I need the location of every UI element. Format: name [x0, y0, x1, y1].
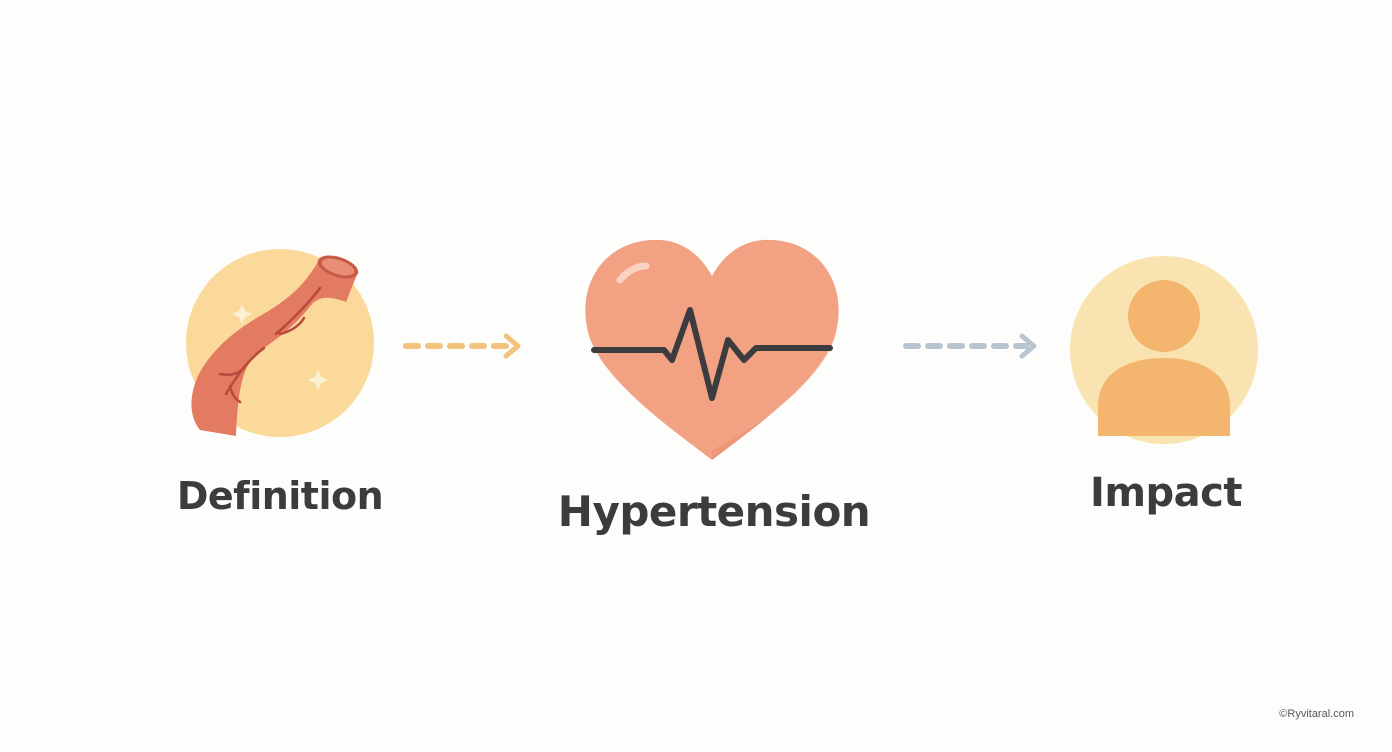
watermark: ©Ryvitaral.com: [1279, 708, 1354, 720]
arrow-definition-to-hypertension: [403, 333, 521, 359]
heart-pulse-icon: [585, 239, 839, 460]
node-label-impact: Impact: [1089, 470, 1243, 516]
node-label-definition: Definition: [176, 474, 384, 518]
arrow-hypertension-to-impact: [903, 333, 1037, 359]
node-label-hypertension: Hypertension: [557, 487, 871, 536]
artery-icon: [186, 249, 374, 437]
person-icon: [1070, 256, 1258, 444]
